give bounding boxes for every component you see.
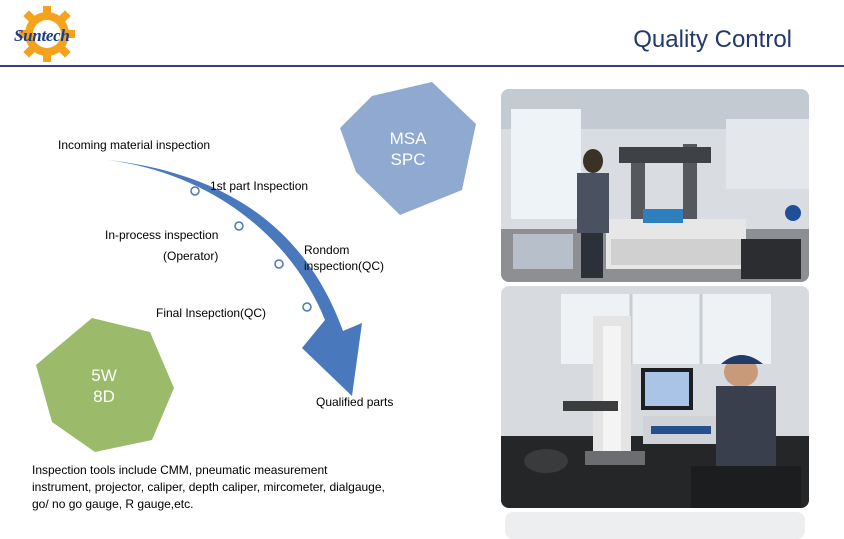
step-final-inspection: Final Insepction(QC): [156, 306, 267, 320]
inspection-tools-note: Inspection tools include CMM, pneumatic …: [32, 462, 432, 513]
flow-dot-final: [302, 302, 312, 312]
step-qualified-parts: Qualified parts: [316, 395, 394, 409]
gear-icon: [19, 6, 75, 62]
8d-label: 8D: [93, 387, 115, 406]
step-in-process-operator: (Operator): [163, 249, 219, 263]
flow-dot-random: [274, 259, 284, 269]
step-incoming-material: Incoming material inspection: [58, 138, 211, 152]
note-line-1: Inspection tools include CMM, pneumatic …: [32, 463, 328, 477]
step-random-qc: inspection(QC): [304, 259, 385, 273]
5w-label: 5W: [91, 366, 117, 385]
photo-reflection: [505, 512, 805, 539]
photo-cmm-inspection: [501, 89, 809, 282]
step-first-part: 1st part Inspection: [210, 179, 309, 193]
5w-8d-hexagon: [36, 318, 174, 452]
logo-text: Suntech: [14, 26, 70, 45]
photo-height-gauge-inspection: [501, 286, 809, 508]
header-divider: [0, 65, 844, 67]
spc-label: SPC: [390, 150, 426, 169]
msa-spc-text: MSA SPC: [368, 128, 448, 170]
msa-spc-hexagon: [340, 82, 476, 215]
process-arrow: [108, 160, 362, 396]
flow-dot-in-process: [234, 221, 244, 231]
company-logo: [8, 4, 86, 66]
note-line-3: go/ no go gauge, R gauge,etc.: [32, 497, 194, 511]
step-in-process: In-process inspection: [105, 228, 219, 242]
flow-dot-1st-part: [190, 186, 200, 196]
step-random: Rondom: [304, 243, 350, 257]
5w-8d-text: 5W 8D: [64, 365, 144, 407]
page-title: Quality Control: [633, 26, 792, 53]
msa-label: MSA: [389, 129, 427, 148]
note-line-2: instrument, projector, caliper, depth ca…: [32, 480, 385, 494]
